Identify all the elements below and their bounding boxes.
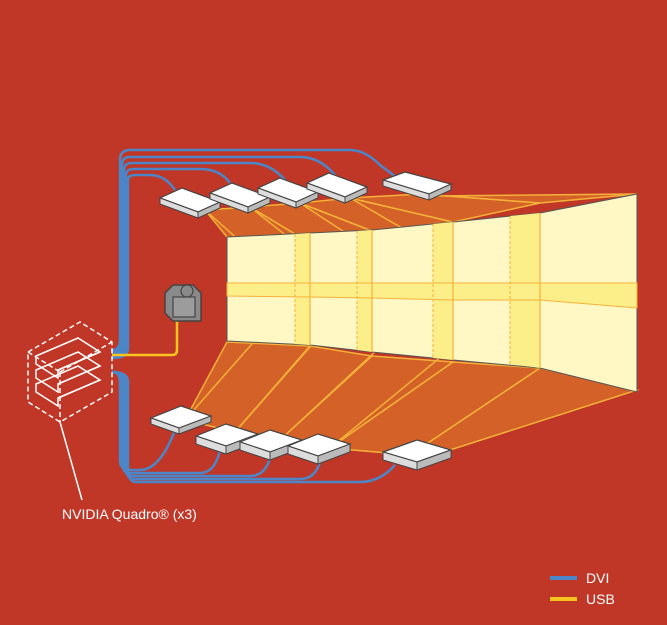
legend-item-dvi: DVI bbox=[550, 570, 609, 586]
projectors-top bbox=[158, 171, 453, 219]
dvi-cables bbox=[111, 148, 401, 484]
projector-icon bbox=[256, 177, 320, 209]
projector-icon bbox=[158, 187, 222, 219]
gpu-label: NVIDIA Quadro® (x3) bbox=[62, 506, 197, 522]
legend-item-usb: USB bbox=[550, 591, 615, 607]
projector-icon bbox=[305, 172, 369, 204]
legend-label-dvi: DVI bbox=[586, 570, 610, 586]
dvi-swatch bbox=[550, 576, 577, 580]
gpu-server-icon bbox=[27, 321, 113, 501]
usb-swatch bbox=[550, 597, 577, 601]
projector-icon bbox=[149, 405, 213, 435]
projector-icon bbox=[381, 439, 453, 471]
legend-label-usb: USB bbox=[586, 591, 615, 607]
projector-icon bbox=[286, 433, 352, 465]
projectors-bottom bbox=[149, 405, 453, 471]
projector-icon bbox=[381, 171, 453, 201]
camera-icon bbox=[164, 284, 202, 322]
projection-screen bbox=[226, 193, 638, 393]
usb-cable bbox=[112, 318, 179, 357]
projector-icon bbox=[208, 182, 272, 214]
